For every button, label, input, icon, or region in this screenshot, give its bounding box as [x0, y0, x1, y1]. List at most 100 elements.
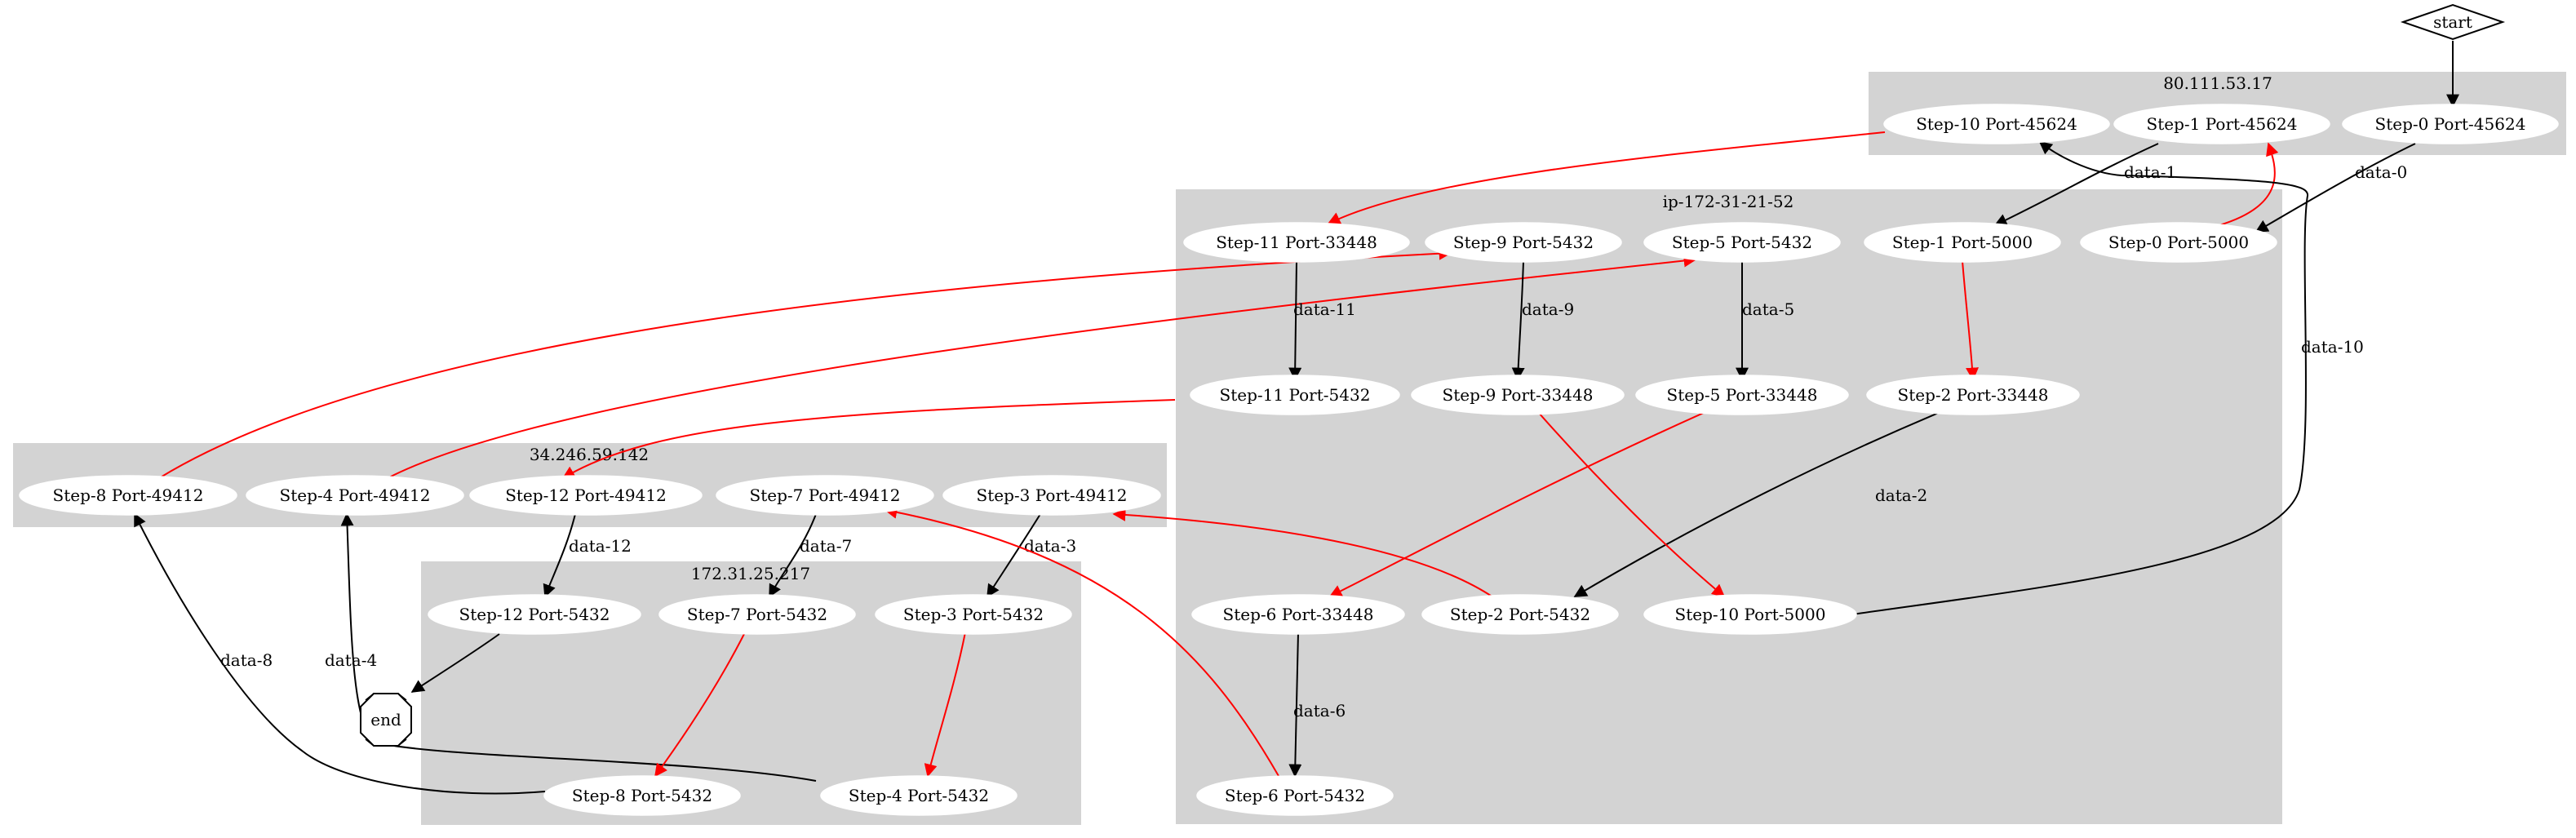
cluster-ip-172-31-21-52: ip-172-31-21-52: [1176, 189, 2282, 824]
node-step-1-port-45624: Step-1 Port-45624: [2113, 104, 2330, 144]
node-label: Step-3 Port-5432: [903, 605, 1044, 624]
edge-label-data-8: data-8: [220, 650, 273, 670]
edge-label-data-4: data-4: [325, 650, 377, 670]
node-step-0-port-5000: Step-0 Port-5000: [2080, 222, 2277, 263]
node-step-5-port-5432: Step-5 Port-5432: [1643, 222, 1841, 263]
edge-label-data-9: data-9: [1522, 299, 1574, 319]
node-label: Step-6 Port-5432: [1225, 786, 1365, 805]
edge-data-1: [1993, 143, 2159, 226]
node-step-0-port-45624: Step-0 Port-45624: [2342, 104, 2559, 144]
edge-label-data-1: data-1: [2124, 162, 2176, 182]
node-label: Step-4 Port-5432: [849, 786, 989, 805]
node-label: Step-3 Port-49412: [977, 486, 1128, 505]
node-step-7-port-49412: Step-7 Port-49412: [716, 475, 934, 516]
node-step-4-port-5432: Step-4 Port-5432: [820, 775, 1018, 816]
node-start: start: [2400, 3, 2506, 41]
edge-label-data-2: data-2: [1875, 486, 1927, 505]
node-step-9-port-33448: Step-9 Port-33448: [1411, 375, 1625, 415]
node-label: Step-4 Port-49412: [280, 486, 431, 505]
edge-red-3: [924, 632, 966, 778]
flow-edges: data-0 data-1 data-2 data-3 data-4 data-…: [134, 41, 2459, 795]
node-step-6-port-5432: Step-6 Port-5432: [1196, 775, 1394, 816]
node-label: Step-11 Port-5432: [1220, 385, 1371, 405]
cluster-label: 34.246.59.142: [530, 445, 649, 464]
edge-red-2: [1112, 508, 1494, 598]
edge-label-data-6: data-6: [1293, 701, 1346, 721]
edge-red-9: [1537, 411, 1726, 598]
node-label: Step-2 Port-33448: [1898, 385, 2049, 405]
flow-nodes: start end Step-10 Port-45624 Step-1 Port…: [19, 3, 2559, 816]
node-label: Step-1 Port-45624: [2147, 114, 2298, 134]
node-label: start: [2433, 12, 2472, 32]
edge-data-6: [1288, 632, 1302, 778]
node-label: Step-10 Port-5000: [1675, 605, 1826, 624]
node-label: Step-7 Port-49412: [750, 486, 901, 505]
edge-red-7: [654, 632, 746, 778]
edge-label-data-0: data-0: [2355, 162, 2407, 182]
start-diamond: [2400, 3, 2506, 41]
edge-label-data-12: data-12: [569, 536, 632, 556]
node-label: Step-9 Port-33448: [1443, 385, 1594, 405]
node-label: Step-0 Port-45624: [2375, 114, 2526, 134]
node-label: Step-12 Port-49412: [505, 486, 667, 505]
cluster-label: 172.31.25.217: [691, 564, 810, 583]
node-label: Step-11 Port-33448: [1216, 233, 1377, 252]
node-label: end: [370, 710, 401, 729]
edge-red-10: [1327, 131, 1886, 224]
edge-red-11: [561, 399, 1176, 479]
node-step-4-port-49412: Step-4 Port-49412: [246, 475, 464, 516]
edge-red-6: [884, 505, 1279, 777]
edge-data-3: [987, 513, 1041, 598]
edge-data-12: [543, 513, 576, 598]
node-step-2-port-33448: Step-2 Port-33448: [1866, 375, 2080, 415]
node-step-3-port-5432: Step-3 Port-5432: [875, 594, 1072, 635]
node-step-10-port-5000: Step-10 Port-5000: [1643, 594, 1857, 635]
node-label: Step-5 Port-5432: [1672, 233, 1812, 252]
node-label: Step-8 Port-5432: [572, 786, 712, 805]
edge-label-data-5: data-5: [1742, 299, 1794, 319]
node-step-5-port-33448: Step-5 Port-33448: [1635, 375, 1849, 415]
node-label: Step-7 Port-5432: [687, 605, 827, 624]
node-label: Step-1 Port-5000: [1892, 233, 2033, 252]
node-label: Step-12 Port-5432: [459, 605, 610, 624]
cluster-label: 80.111.53.17: [2163, 73, 2272, 93]
edge-data-9: [1511, 260, 1525, 381]
node-label: Step-9 Port-5432: [1453, 233, 1594, 252]
node-step-12-port-49412: Step-12 Port-49412: [469, 475, 703, 516]
node-step-9-port-5432: Step-9 Port-5432: [1425, 222, 1622, 263]
node-label: Step-5 Port-33448: [1667, 385, 1818, 405]
edge-red-1: [1962, 260, 1980, 381]
node-end: end: [360, 693, 412, 747]
node-step-1-port-5000: Step-1 Port-5000: [1864, 222, 2061, 263]
edge-data-2: [1573, 411, 1941, 597]
edge-data-11: [1288, 260, 1302, 381]
node-step-2-port-5432: Step-2 Port-5432: [1421, 594, 1619, 635]
edge-red-8: [158, 246, 1452, 479]
node-label: Step-0 Port-5000: [2108, 233, 2249, 252]
node-step-11-port-5432: Step-11 Port-5432: [1190, 375, 1400, 415]
edge-label-data-7: data-7: [800, 536, 852, 556]
edge-label-data-10: data-10: [2301, 337, 2364, 357]
edge-red-4: [387, 254, 1697, 479]
node-label: Step-6 Port-33448: [1223, 605, 1374, 624]
edge-data-0: [2255, 143, 2416, 233]
edge-data-7: [769, 513, 817, 598]
edge-data-10: [1851, 141, 2309, 615]
node-label: Step-2 Port-5432: [1450, 605, 1590, 624]
node-step-8-port-5432: Step-8 Port-5432: [543, 775, 741, 816]
edge-red-0: [2219, 142, 2279, 226]
node-label: Step-10 Port-45624: [1916, 114, 2077, 134]
node-step-10-port-45624: Step-10 Port-45624: [1883, 104, 2110, 144]
cluster-label: ip-172-31-21-52: [1663, 192, 1794, 211]
node-step-7-port-5432: Step-7 Port-5432: [658, 594, 856, 635]
node-label: Step-8 Port-49412: [53, 486, 204, 505]
edge-label-data-11: data-11: [1293, 299, 1356, 319]
edge-data-8: [134, 512, 546, 795]
edge-red-5: [1328, 411, 1706, 597]
node-step-11-port-33448: Step-11 Port-33448: [1183, 222, 1410, 263]
node-step-3-port-49412: Step-3 Port-49412: [942, 475, 1161, 516]
node-step-12-port-5432: Step-12 Port-5432: [428, 594, 641, 635]
edge-end: [410, 633, 500, 693]
node-step-8-port-49412: Step-8 Port-49412: [19, 475, 237, 516]
